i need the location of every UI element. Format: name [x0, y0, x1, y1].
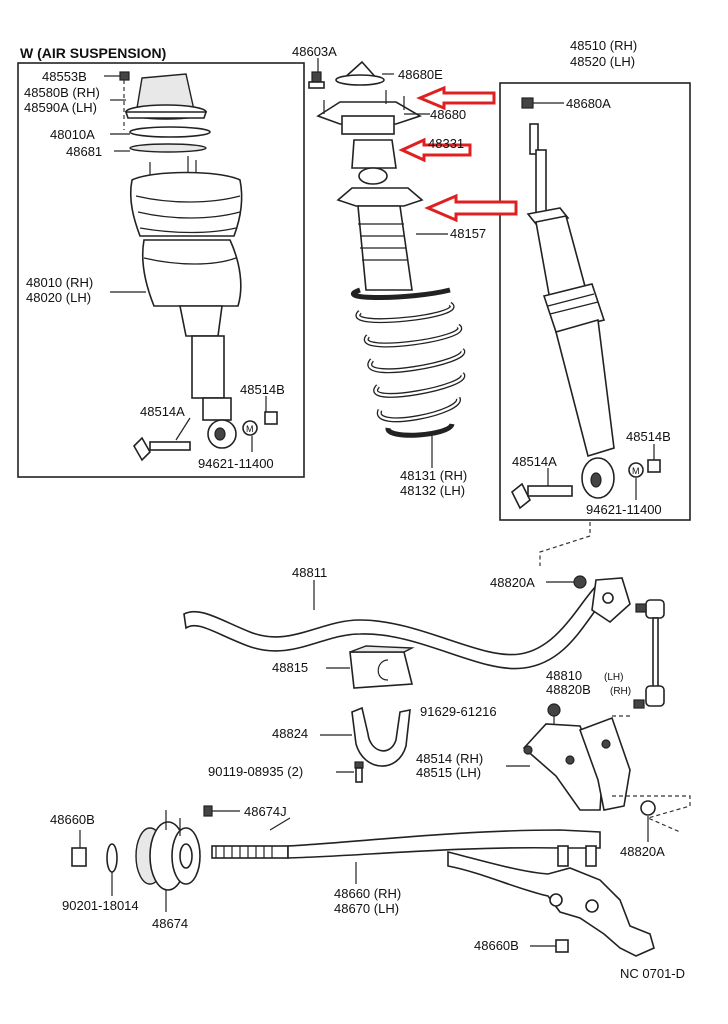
strut-rod	[211, 829, 601, 859]
lower-arm-bracket	[522, 716, 631, 811]
air-suspension-box	[17, 62, 305, 478]
label-48680E: 48680E	[398, 67, 443, 82]
label-94621-right: 94621-11400	[586, 502, 662, 517]
stabilizer-bar	[183, 575, 631, 670]
highlight-arrows	[398, 85, 518, 223]
label-48514A-left: 48514A	[140, 404, 185, 419]
label-48603A: 48603A	[292, 44, 337, 59]
shock-absorber: M	[510, 97, 661, 510]
label-48674: 48674	[152, 916, 188, 931]
label-48020: 48020 (LH)	[26, 290, 91, 305]
label-94621-left: 94621-11400	[198, 456, 274, 471]
label-48157: 48157	[450, 226, 486, 241]
stabilizer-link	[633, 599, 665, 709]
center-leaders	[317, 58, 448, 468]
label-48680: 48680	[430, 107, 466, 122]
lower-arm	[447, 845, 655, 957]
label-48815: 48815	[272, 660, 308, 675]
arrow-48157	[424, 193, 518, 223]
label-48820B-rh: (RH)	[610, 686, 631, 697]
label-48590A: 48590A (LH)	[24, 100, 97, 115]
arrow-48680	[416, 85, 496, 111]
label-48515: 48515 (LH)	[416, 765, 481, 780]
label-48010A: 48010A	[50, 127, 95, 142]
label-90201: 90201-18014	[62, 898, 139, 913]
strut-bushing-hub	[135, 810, 201, 891]
label-48010: 48010 (RH)	[26, 275, 93, 290]
arrow-48331	[398, 137, 472, 163]
label-48514B-right: 48514B	[626, 429, 671, 444]
label-48510: 48510 (RH)	[570, 38, 637, 53]
label-48670: 48670 (LH)	[334, 901, 399, 916]
label-48680A: 48680A	[566, 96, 611, 111]
right-leaders	[547, 444, 655, 500]
label-48820A-bottom: 48820A	[620, 844, 665, 859]
label-91629: 91629-61216	[420, 704, 497, 719]
label-48820B: 48820B	[546, 682, 591, 697]
air-spring-assembly: M	[119, 71, 278, 462]
air-leaders	[104, 75, 267, 452]
label-48660: 48660 (RH)	[334, 886, 401, 901]
label-48331: 48331	[428, 136, 464, 151]
label-90119: 90119-08935 (2)	[208, 764, 303, 779]
label-48660B-bottom: 48660B	[474, 938, 519, 953]
label-48520: 48520 (LH)	[570, 54, 635, 69]
label-48811: 48811	[292, 565, 327, 580]
bushing-bracket	[351, 706, 411, 783]
label-48820A-top: 48820A	[490, 575, 535, 590]
label-48580B: 48580B (RH)	[24, 85, 100, 100]
label-48824: 48824	[272, 726, 308, 741]
label-48810-lh: (LH)	[604, 672, 623, 683]
label-48514B-left: 48514B	[240, 382, 285, 397]
diagram-code: NC 0701-D	[620, 966, 685, 981]
label-48674J: 48674J	[244, 804, 287, 819]
svg-text:M: M	[246, 424, 254, 434]
label-48132: 48132 (LH)	[400, 483, 465, 498]
label-48681: 48681	[66, 144, 102, 159]
svg-text:M: M	[632, 466, 640, 476]
label-48131: 48131 (RH)	[400, 468, 467, 483]
coil-spring-assembly	[308, 60, 466, 438]
air-suspension-title: W (AIR SUSPENSION)	[20, 45, 166, 61]
label-48810: 48810	[546, 668, 582, 683]
label-48514A-right: 48514A	[512, 454, 557, 469]
label-48660B-top: 48660B	[50, 812, 95, 827]
label-48553B: 48553B	[42, 69, 87, 84]
rh-shock-box	[499, 82, 691, 521]
bushing	[349, 645, 415, 689]
label-48514: 48514 (RH)	[416, 751, 483, 766]
